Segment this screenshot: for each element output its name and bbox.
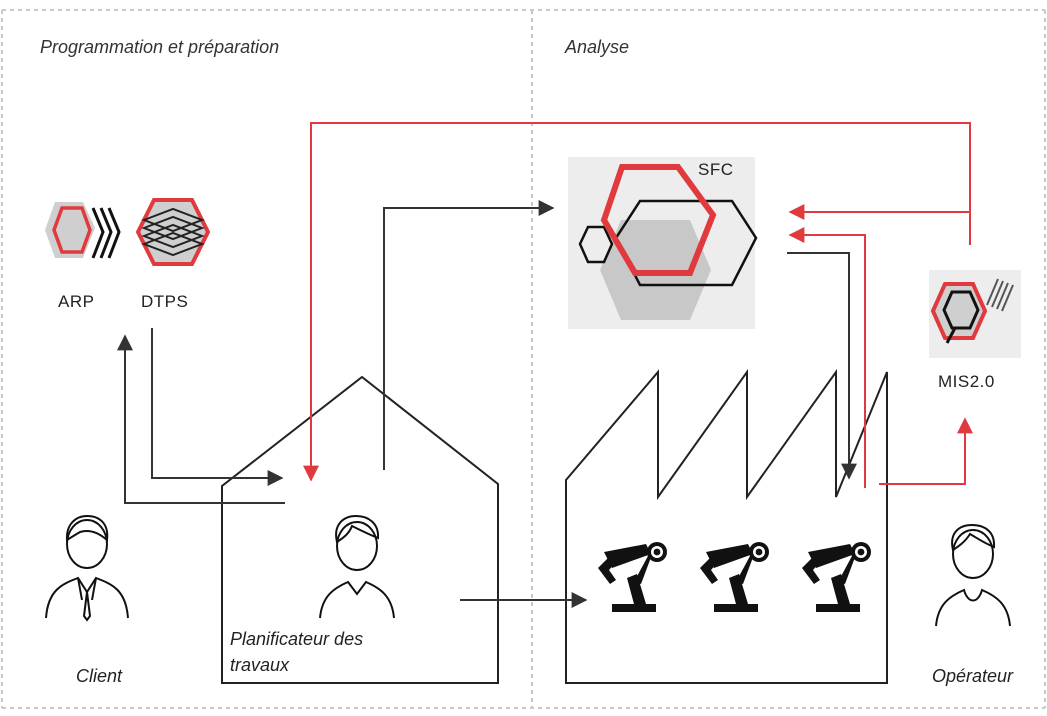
- operator-label: Opérateur: [932, 666, 1014, 686]
- section-frame: [1, 9, 1046, 709]
- arrow-planner-to-sfc: [383, 200, 555, 470]
- client-label: Client: [76, 666, 123, 686]
- planner-house-outline: [221, 375, 499, 684]
- arrow-factory-to-mis: [879, 417, 973, 485]
- robot-arm-icon: [596, 538, 676, 614]
- section-title-analysis: Analyse: [564, 37, 629, 57]
- person-icon: [45, 514, 129, 622]
- arp-logo-icon: [45, 202, 121, 259]
- mis-label: MIS2.0: [938, 372, 995, 391]
- factory-outline: [565, 368, 888, 684]
- arrow-sfc-to-factory: [787, 252, 857, 480]
- arrow-mis-to-planner: [303, 122, 971, 482]
- arp-label: ARP: [58, 292, 94, 311]
- planner-label-line1: Planificateur des: [230, 629, 363, 649]
- arrow-planner-to-arp: [117, 334, 285, 504]
- robot-arm-icon: [698, 538, 778, 614]
- sfc-label: SFC: [698, 160, 734, 179]
- red-flow-lines: [303, 122, 973, 488]
- dtps-label: DTPS: [141, 292, 188, 311]
- planner-label-line2: travaux: [230, 655, 290, 675]
- dtps-logo-icon: [135, 198, 211, 266]
- person-icon: [935, 523, 1011, 627]
- dark-flow-lines: [117, 200, 857, 608]
- arrow-dtps-to-planner: [151, 328, 284, 486]
- person-icon: [319, 514, 395, 619]
- sfc-logo-icon: [568, 157, 758, 329]
- robot-arm-icon: [800, 538, 880, 614]
- section-title-programming: Programmation et préparation: [40, 37, 279, 57]
- mis-logo-icon: [929, 270, 1021, 358]
- arrow-factory-to-sfc: [788, 227, 866, 488]
